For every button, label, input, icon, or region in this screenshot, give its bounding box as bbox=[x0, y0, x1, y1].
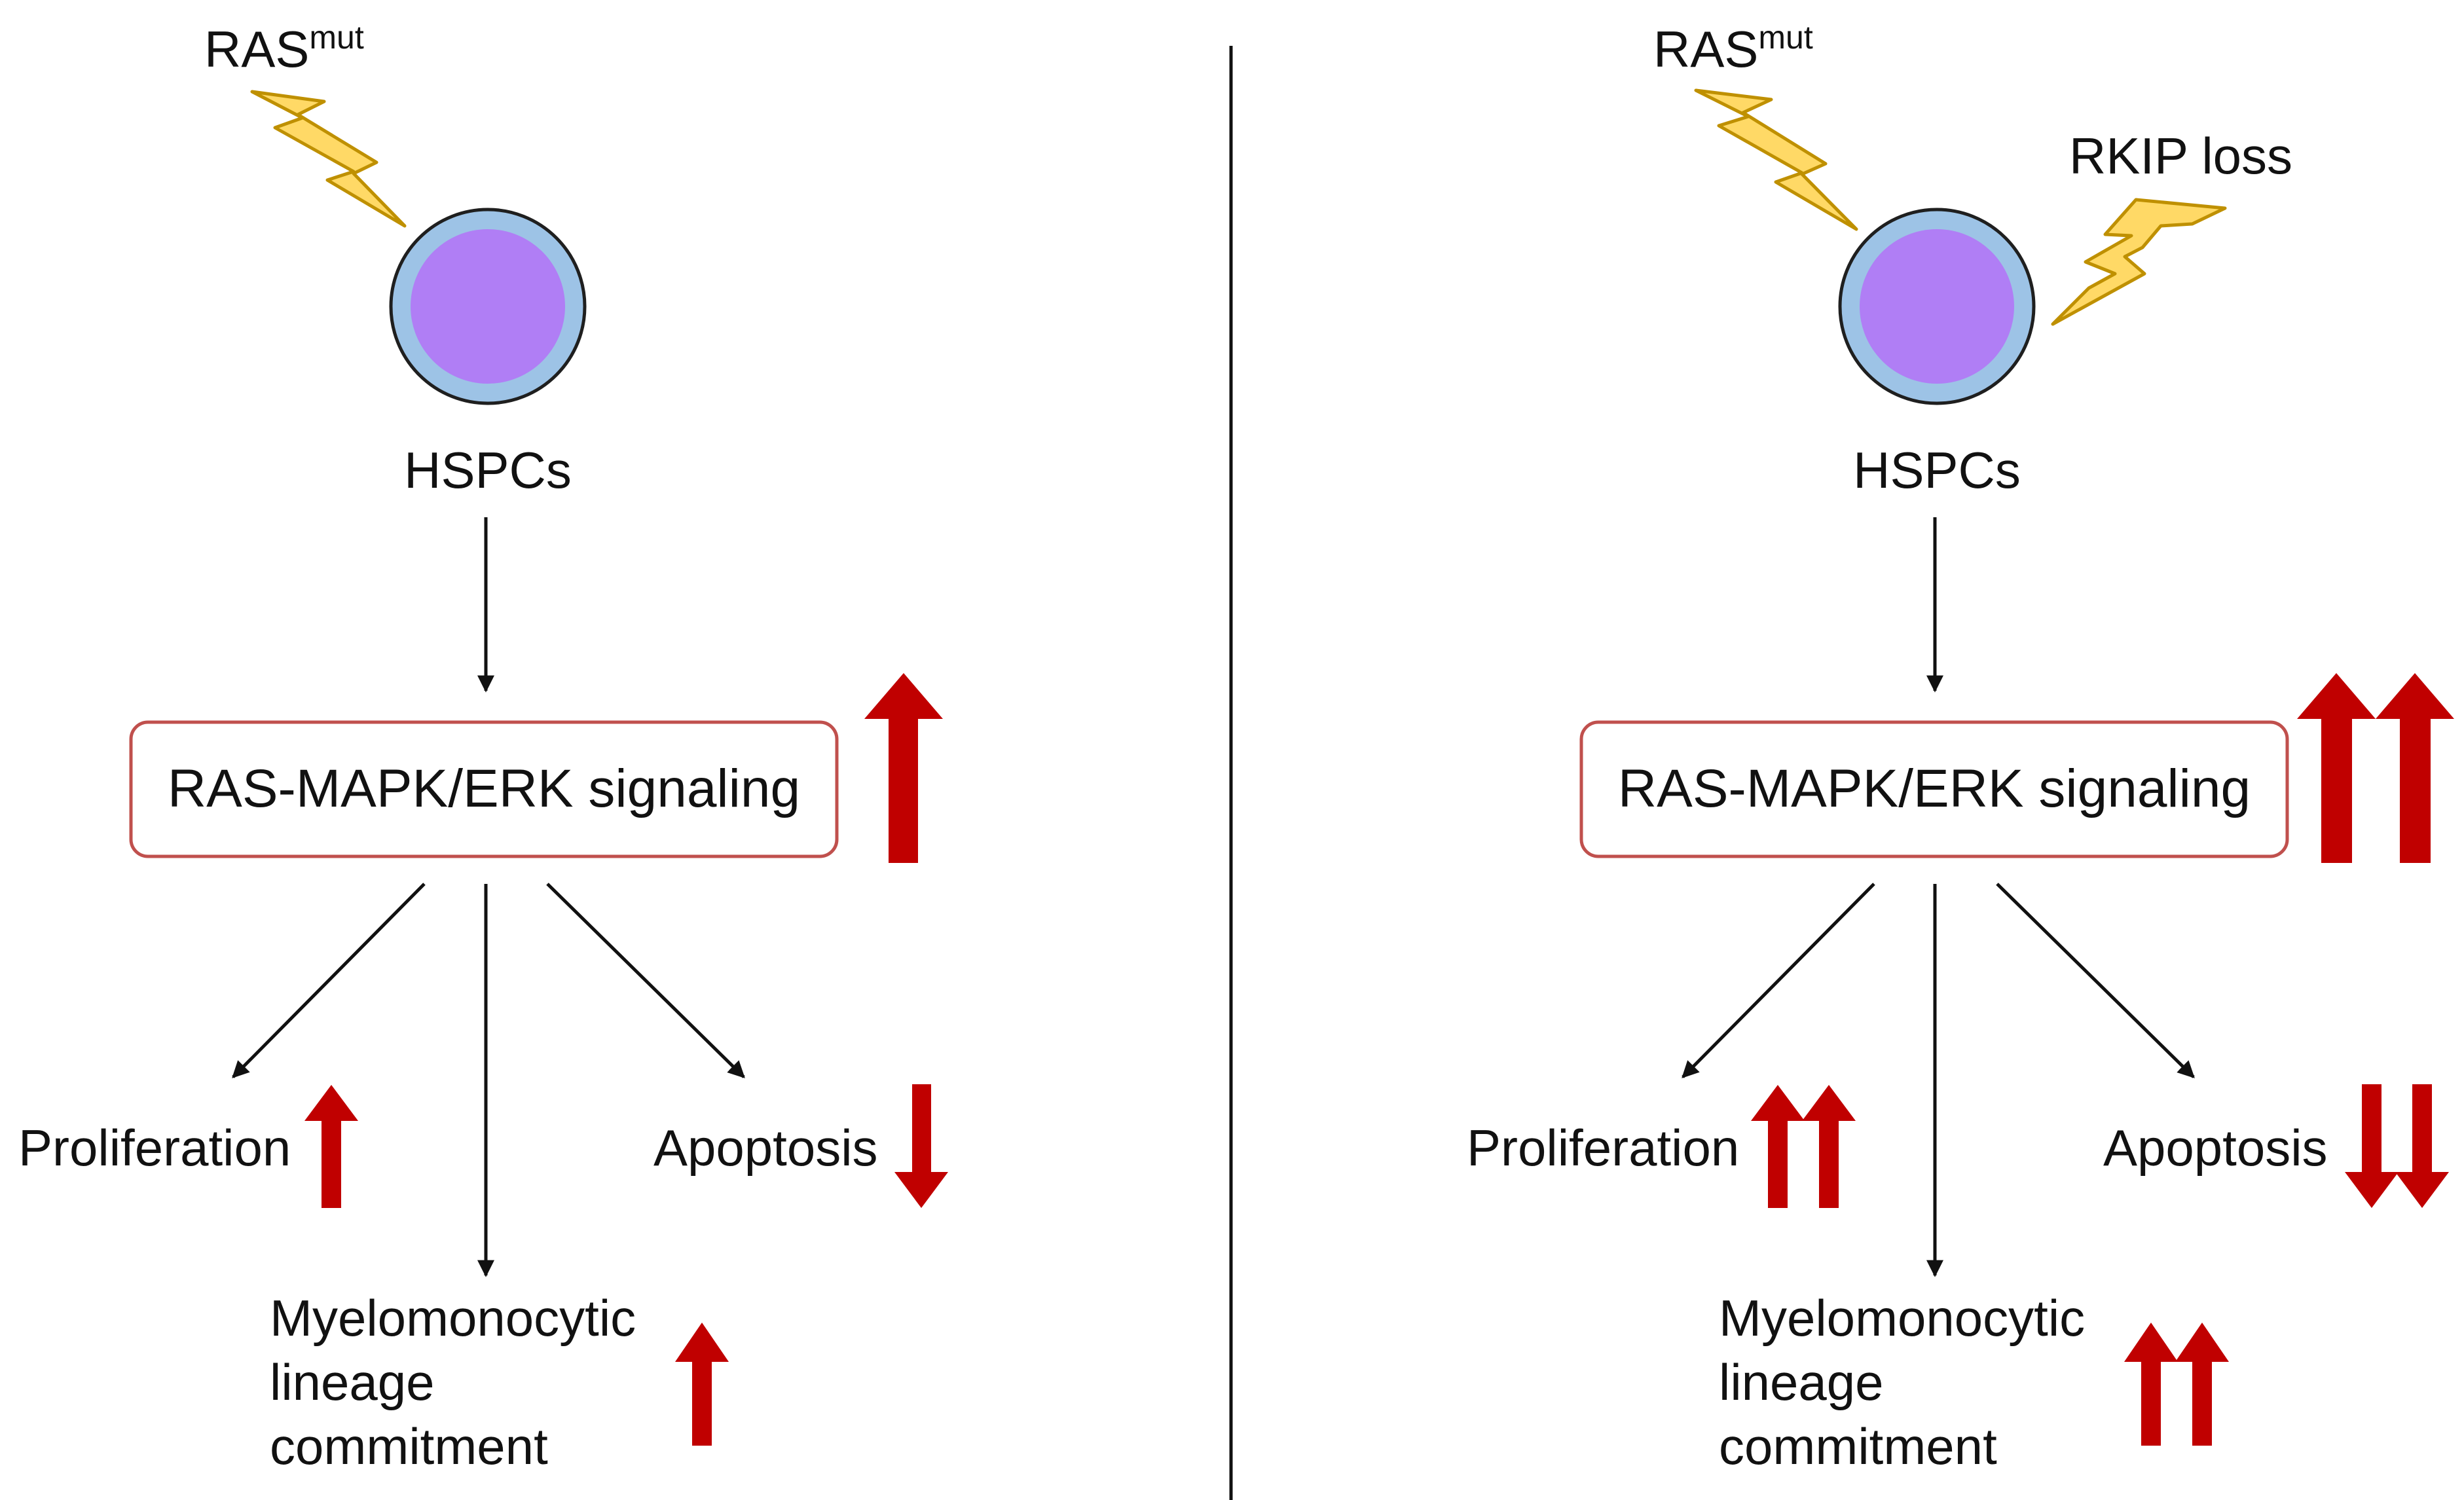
left-apoptosis-label: Apoptosis bbox=[653, 1119, 878, 1177]
right-proliferation-up-arrow-icon-1 bbox=[1751, 1085, 1805, 1208]
right-second-trigger-label: RKIP loss bbox=[2069, 127, 2292, 185]
right-lineage-label: Myelomonocytic lineage commitment bbox=[1719, 1289, 2099, 1475]
right-proliferation-up-arrow-icon-2 bbox=[1802, 1085, 1856, 1208]
right-second-lightning-icon bbox=[2051, 198, 2227, 326]
right-panel: RASmut RKIP loss HSPCs RAS-MAPK/ERK sign… bbox=[1467, 19, 2454, 1475]
right-trigger-label: RASmut bbox=[1653, 19, 1813, 78]
left-lineage-up-arrow-icon bbox=[675, 1323, 729, 1446]
left-signaling-box bbox=[129, 720, 839, 858]
right-signaling-label: RAS-MAPK/ERK signaling bbox=[1618, 759, 2251, 818]
left-proliferation-label: Proliferation bbox=[18, 1119, 291, 1177]
right-signaling-box bbox=[1579, 720, 2289, 858]
left-trigger-label: RASmut bbox=[204, 19, 364, 78]
left-hspc-cell-icon bbox=[389, 208, 587, 405]
left-apoptosis-down-arrow-icon bbox=[894, 1084, 948, 1208]
right-arrow-to-apoptosis bbox=[1996, 883, 2195, 1078]
right-signaling-up-arrow-icon-1 bbox=[2297, 673, 2376, 863]
right-hspc-cell-icon bbox=[1838, 208, 2036, 405]
left-proliferation-up-arrow-icon bbox=[304, 1085, 358, 1208]
right-cell-label: HSPCs bbox=[1853, 441, 2021, 499]
left-lightning-icon bbox=[250, 90, 407, 228]
right-arrow-to-proliferation bbox=[1682, 883, 1875, 1078]
left-panel: RASmut HSPCs RAS-MAPK/ERK signaling Prol… bbox=[18, 19, 948, 1475]
left-signaling-up-arrow-icon bbox=[864, 673, 943, 863]
left-trigger-sup: mut bbox=[309, 19, 363, 56]
right-apoptosis-label: Apoptosis bbox=[2103, 1119, 2328, 1177]
right-trigger-sup: mut bbox=[1758, 19, 1812, 56]
left-cell-label: HSPCs bbox=[404, 441, 572, 499]
left-signaling-label: RAS-MAPK/ERK signaling bbox=[168, 759, 800, 818]
left-lineage-label: Myelomonocytic lineage commitment bbox=[270, 1289, 650, 1475]
left-arrow-to-apoptosis bbox=[546, 883, 745, 1078]
right-proliferation-label: Proliferation bbox=[1467, 1119, 1739, 1177]
right-lineage-up-arrow-icon-2 bbox=[2175, 1323, 2229, 1446]
left-arrow-to-proliferation bbox=[232, 883, 426, 1078]
left-trigger-base: RAS bbox=[204, 20, 309, 78]
right-trigger-base: RAS bbox=[1653, 20, 1758, 78]
right-lineage-up-arrow-icon-1 bbox=[2124, 1323, 2178, 1446]
right-apoptosis-down-arrow-icon-1 bbox=[2345, 1084, 2399, 1208]
right-signaling-up-arrow-icon-2 bbox=[2376, 673, 2454, 863]
right-lightning-icon bbox=[1694, 88, 1858, 231]
right-apoptosis-down-arrow-icon-2 bbox=[2395, 1084, 2449, 1208]
